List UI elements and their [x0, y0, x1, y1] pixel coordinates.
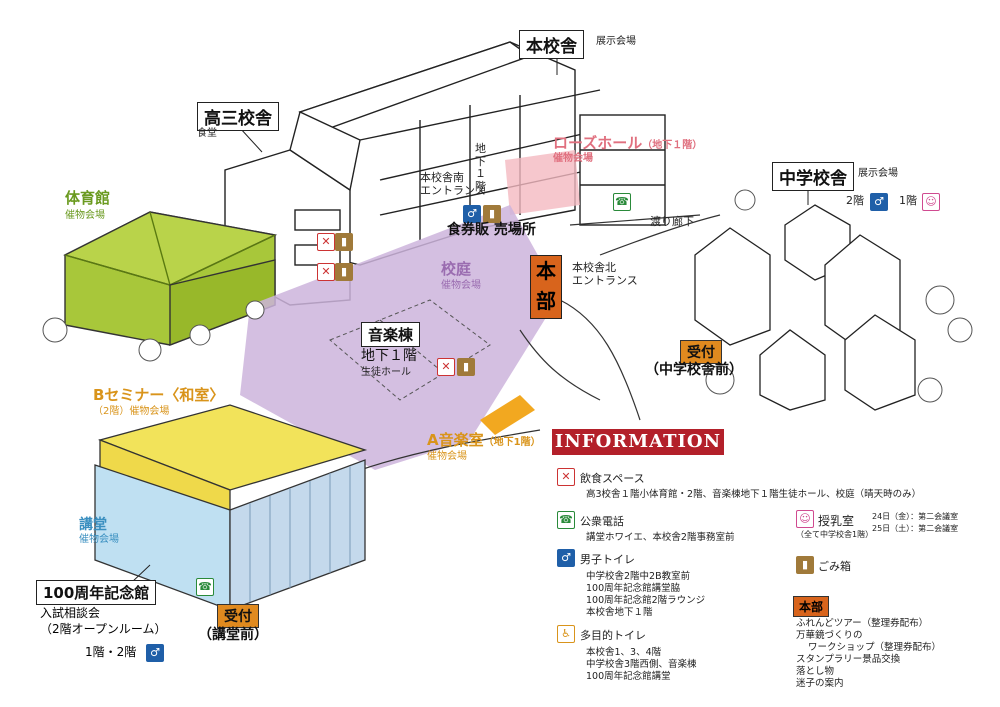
- auditorium-drawing: [94, 459, 366, 611]
- legend-honbu-detail-4: スタンプラリー景品交換: [796, 654, 901, 665]
- trees: [42, 189, 973, 403]
- legend-phone-label: 公衆電話: [580, 515, 624, 528]
- main-building-sub: 展示会場: [596, 36, 636, 47]
- mens-toilet-icon: ♂: [557, 549, 575, 567]
- fork-knife-icon: ✕: [437, 358, 455, 376]
- baby-icon: ☺: [796, 510, 814, 528]
- legend-honbu-detail-5: 落とし物: [796, 666, 835, 677]
- legend-multi-label: 多目的トイレ: [580, 629, 646, 642]
- legend-phone-detail: 講堂ホワイエ、本校舎2階事務室前: [586, 532, 735, 543]
- music-wing-floor: 地下１階: [361, 348, 417, 364]
- legend-mens-label: 男子トイレ: [580, 553, 635, 566]
- baby-icon: ☺: [922, 193, 940, 211]
- trash-can-icon: ▮: [483, 205, 501, 223]
- junior-high-buildings: [694, 204, 916, 411]
- trash-can-icon: ▮: [796, 556, 814, 574]
- legend-multi-detail-2: 中学校舎3階西側、音楽棟: [586, 659, 697, 670]
- fork-knife-icon: ✕: [317, 263, 335, 281]
- a-music-room-label: A音楽室（地下1階）: [427, 431, 541, 449]
- gymnasium-label: 体育館: [65, 189, 111, 207]
- legend-mens-detail-2: 100周年記念館講堂脇: [586, 583, 681, 594]
- legend-trash-label: ごみ箱: [818, 560, 851, 573]
- music-wing-outline: [329, 299, 491, 401]
- auditorium-label: 講堂: [79, 517, 107, 533]
- gymnasium-sub: 催物会場: [65, 210, 105, 221]
- trash-can-icon: ▮: [335, 263, 353, 281]
- legend-mens-detail-4: 本校舎地下１階: [586, 607, 653, 618]
- legend-honbu-detail-2: 万華鏡づくりの: [796, 630, 863, 641]
- mens-toilet-icon: ♂: [463, 205, 481, 223]
- centennial-hall-sub1: 入試相談会: [40, 606, 101, 620]
- fork-knife-icon: ✕: [557, 468, 575, 486]
- main-building-label: 本校舎: [519, 30, 584, 59]
- legend-mens-detail-3: 100周年記念館2階ラウンジ: [586, 595, 706, 606]
- rose-hall-sub: 催物会場: [553, 153, 593, 164]
- legend-eating-detail: 高3校舎１階小体育館・2階、音楽棟地下１階生徒ホール、校庭（晴天時のみ）: [586, 489, 922, 500]
- legend-multi-detail-3: 100周年記念館講堂: [586, 671, 671, 682]
- trash-can-icon: ▮: [457, 358, 475, 376]
- mens-toilet-icon: ♂: [870, 193, 888, 211]
- phone-icon: ☎: [557, 511, 575, 529]
- a-music-room-sub: 催物会場: [427, 451, 467, 462]
- headquarters-marker: 本部: [530, 255, 562, 319]
- centennial-hall-floors: 1階・2階: [85, 645, 137, 659]
- senior3-building-label: 高三校舎: [197, 102, 279, 131]
- legend-honbu-detail-6: 迷子の案内: [796, 678, 844, 689]
- legend-nursing-label: 授乳室: [818, 514, 855, 528]
- north-entrance-label: 本校舎北 エントランス: [572, 261, 638, 287]
- corridor-label: 渡り廊下: [650, 215, 694, 228]
- junior-high-floor1: 1階: [899, 194, 917, 207]
- trash-can-icon: ▮: [335, 233, 353, 251]
- rose-hall-area: [505, 150, 580, 215]
- legend-honbu-detail-1: ふれんどツアー（整理券配布）: [796, 618, 929, 629]
- courtyard-label: 校庭: [441, 260, 472, 278]
- junior-high-floor2: 2階: [846, 194, 864, 207]
- legend-eating-label: 飲食スペース: [580, 472, 645, 485]
- legend-honbu-detail-3: ワークショップ（整理券配布）: [808, 642, 942, 653]
- music-wing-sub: 生徒ホール: [361, 367, 411, 378]
- legend-nursing-day1: 24日（金）：第二会議室: [872, 512, 959, 521]
- walkway-lines: [359, 214, 721, 471]
- a-music-room-area: [480, 395, 535, 435]
- rose-hall-label: ローズホール（地下１階）: [553, 134, 703, 152]
- auditorium-sub: 催物会場: [79, 534, 119, 545]
- centennial-hall-label: 100周年記念館: [36, 580, 157, 605]
- phone-icon: ☎: [613, 193, 631, 211]
- legend-mens-detail-1: 中学校舎2階中2B教室前: [586, 571, 691, 582]
- reception-junior-high-sub: （中学校舎前）: [645, 362, 743, 378]
- reception-junior-high: 受付: [680, 340, 722, 364]
- information-title: INFORMATION: [552, 429, 724, 455]
- legend-nursing-day2: 25日（土）：第二会議室: [872, 524, 959, 533]
- phone-icon: ☎: [196, 578, 214, 596]
- reception-auditorium-sub: （講堂前）: [198, 627, 268, 643]
- mens-toilet-icon: ♂: [146, 644, 164, 662]
- legend-nursing-note: （全て中学校舎1階）: [796, 530, 874, 539]
- multipurpose-toilet-icon: ♿: [557, 625, 575, 643]
- reception-auditorium: 受付: [217, 604, 259, 628]
- legend-multi-detail-1: 本校舎1、3、4階: [586, 647, 662, 658]
- courtyard-sub: 催物会場: [441, 280, 481, 291]
- b-seminar-label: Bセミナー〈和室〉: [93, 386, 225, 404]
- gymnasium-drawing: [63, 211, 278, 347]
- meal-ticket-label: 食券販 売場所: [447, 222, 536, 238]
- centennial-hall-sub2: （2階オープンルーム）: [40, 622, 167, 636]
- junior-high-sub: 展示会場: [858, 168, 898, 179]
- senior3-building-sub: 食堂: [197, 128, 217, 139]
- fork-knife-icon: ✕: [317, 233, 335, 251]
- legend-honbu-label: 本部: [793, 596, 830, 617]
- music-wing-label: 音楽棟: [361, 322, 421, 347]
- basement-label: 地下１階: [475, 142, 486, 193]
- junior-high-label: 中学校舎: [772, 162, 854, 191]
- b-seminar-sub: （2階）催物会場: [93, 406, 170, 417]
- south-entrance-label: 本校舎南 エントランス: [420, 171, 486, 197]
